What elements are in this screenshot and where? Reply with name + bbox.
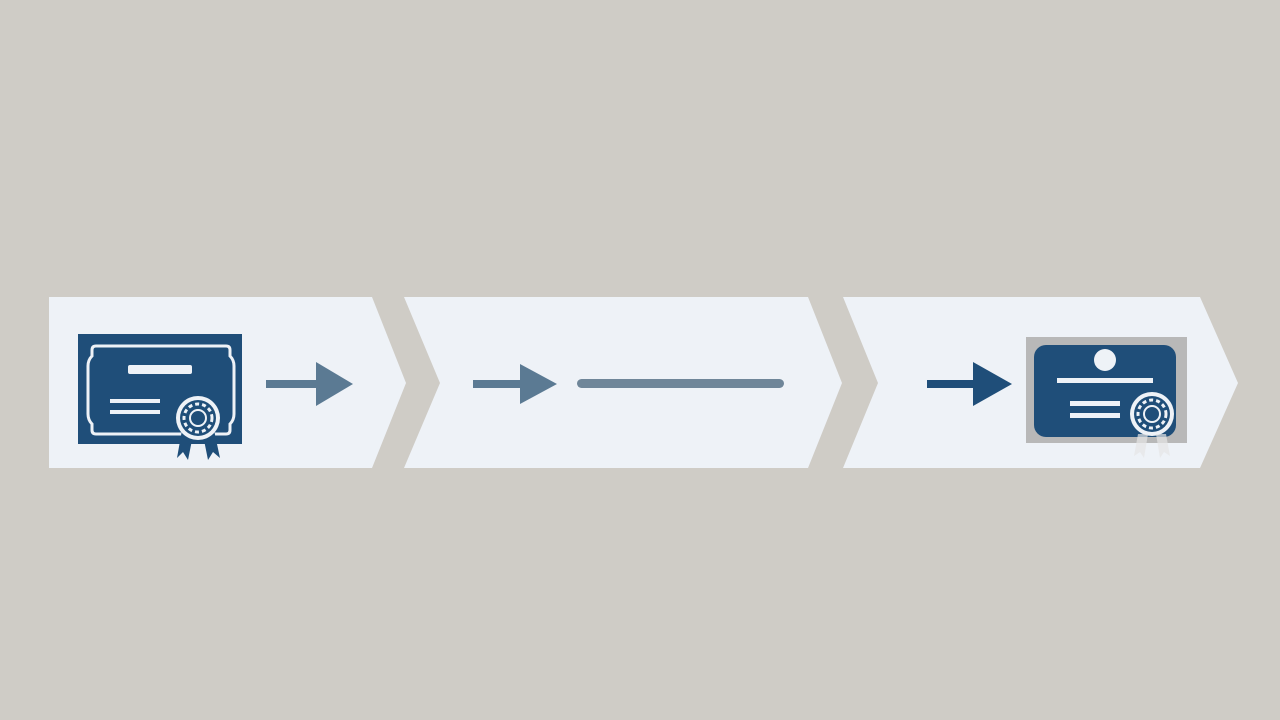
- arrow-icon: [927, 362, 1012, 406]
- arrow-icon: [473, 364, 557, 404]
- certificate-icon: [78, 334, 242, 460]
- connector-line: [577, 379, 784, 388]
- id-card-certificate-icon: [1026, 337, 1187, 458]
- arrow-icon: [266, 362, 353, 406]
